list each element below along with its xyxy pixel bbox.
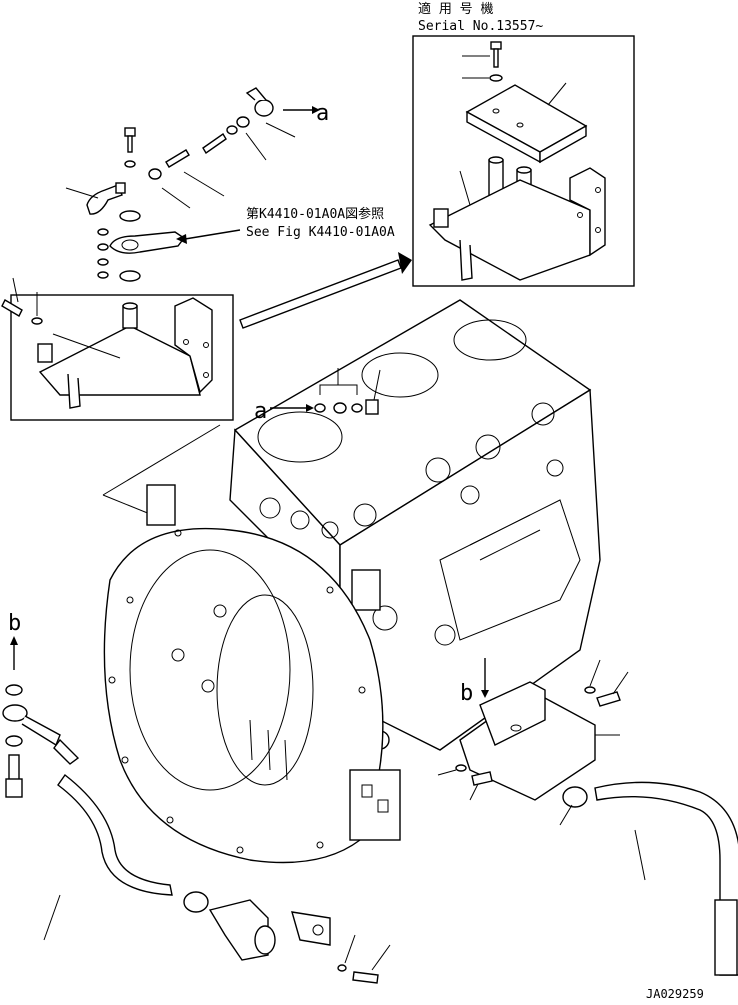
serial-note-line2: Serial No.13557~ <box>418 19 543 34</box>
bracket-inset <box>1 277 234 421</box>
ball-joint-icon <box>86 182 126 215</box>
inset-bracket-icon <box>428 167 606 281</box>
inset-washer-icon <box>489 74 503 82</box>
lever-icon <box>109 231 186 254</box>
inset-left-bolt-icon <box>1 299 23 317</box>
washer-icon <box>226 125 238 135</box>
drawing-number: JA029259 <box>646 987 704 1001</box>
figure-reference-en: See Fig K4410-01A0A <box>246 225 395 240</box>
bracket-bolt-icon <box>596 691 621 707</box>
callout-a-left: a <box>254 399 267 424</box>
engine-block <box>103 299 601 864</box>
serial-inset-frame <box>412 35 635 287</box>
right-hose-icon <box>594 781 738 976</box>
banjo-fitting-icon <box>2 704 61 747</box>
callout-b-left: b <box>8 611 21 636</box>
callout-b-right: b <box>460 681 473 706</box>
callout-a-top: a <box>316 101 329 126</box>
gasket-icon <box>291 911 331 946</box>
right-bracket-assembly: b <box>437 658 738 976</box>
fitting-bolt-icon <box>352 971 379 984</box>
inset-left-bracket-icon <box>37 297 213 409</box>
linkage-bolt-icon <box>124 127 136 153</box>
linkage-assembly: a <box>65 87 329 282</box>
left-hose-assembly: b <box>2 611 391 984</box>
fitting-icon <box>208 899 276 961</box>
rod-end-icon <box>254 99 274 117</box>
right-hose-clamp-icon <box>562 786 588 808</box>
nut-icon <box>236 116 250 128</box>
serial-inset: 適 用 号 機 Serial No.13557~ <box>412 1 635 287</box>
figure-reference-jp: 第K4410-01A0A図参照 <box>246 206 384 222</box>
inset-bolt-icon <box>490 41 502 68</box>
inset-plate-icon <box>465 84 588 164</box>
callout-a-left-group: a <box>254 368 381 424</box>
bracket-inset-frame <box>10 294 234 421</box>
serial-note-line1: 適 用 号 機 <box>418 1 493 17</box>
banjo-bolt-icon <box>5 754 23 798</box>
mount-bracket-icon <box>459 681 596 801</box>
hose-icon <box>57 773 173 896</box>
hose-clamp-icon <box>183 891 209 913</box>
rod-icon <box>202 132 227 155</box>
inset-link-arrow <box>239 252 412 329</box>
